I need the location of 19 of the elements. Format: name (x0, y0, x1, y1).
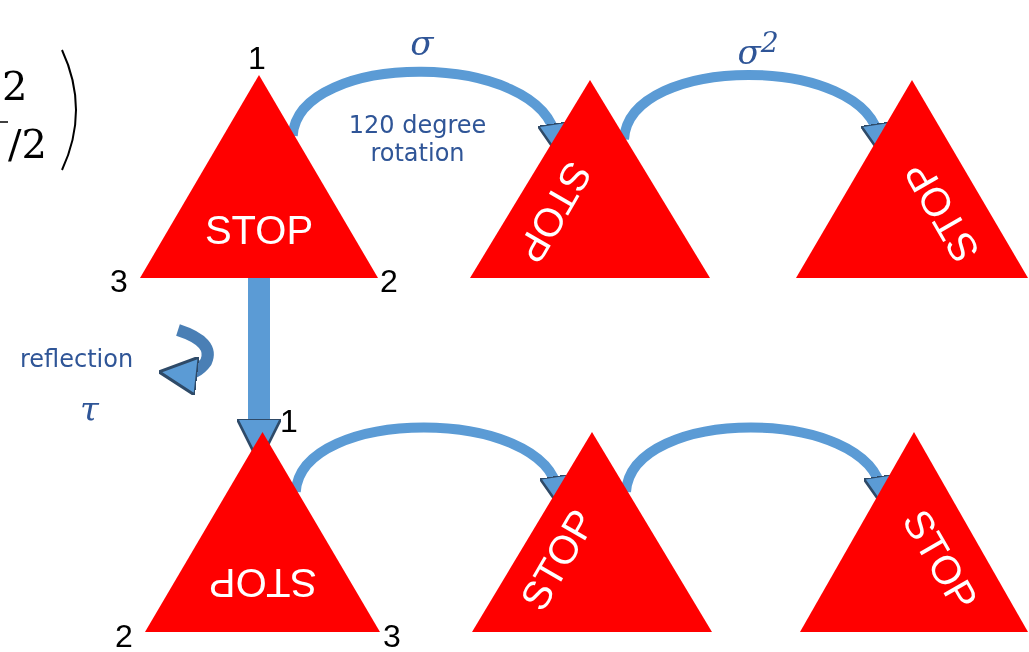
edge-label: σ (410, 23, 434, 63)
triangle-sign (472, 432, 712, 632)
triangle-sign (796, 80, 1028, 278)
vertex-number: 2 (115, 620, 133, 652)
sign-text: STOP (208, 559, 318, 605)
sign-text: STOP (204, 207, 314, 253)
vertex-number: 2 (380, 265, 398, 297)
triangle-sign (145, 432, 380, 632)
vertex-number: 1 (248, 42, 266, 74)
vertex-number: 3 (383, 620, 401, 652)
caption-text: 120 degree rotation (347, 112, 488, 168)
matrix-entry: /2 (8, 124, 47, 164)
matrix-entry: 2 (2, 66, 28, 106)
triangle-sign (800, 432, 1028, 632)
vertex-number: 1 (280, 405, 298, 437)
vertex-number: 3 (110, 265, 128, 297)
symbol-label: τ (80, 390, 99, 430)
edge-label: σ$^{2}$ (737, 27, 779, 73)
caption-text: reflection (20, 346, 134, 374)
